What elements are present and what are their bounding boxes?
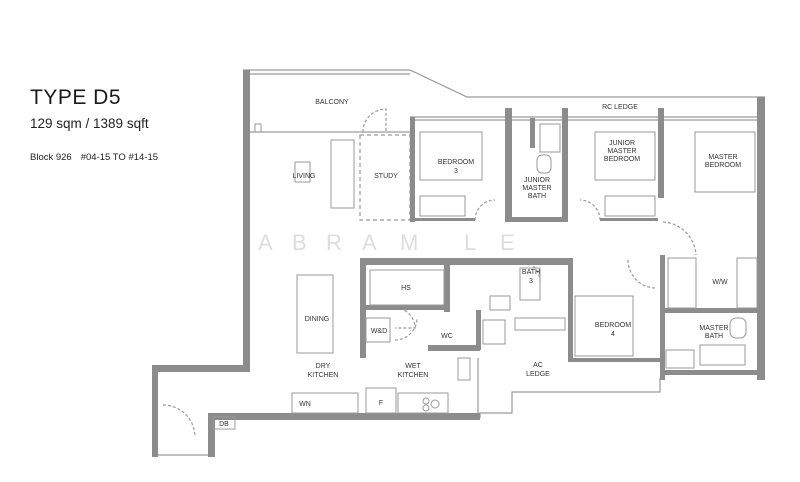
furniture — [212, 123, 758, 430]
label-bath3: 3 — [529, 278, 533, 285]
walls — [152, 70, 765, 457]
jmb-toilet — [536, 154, 552, 174]
jmb-shower — [539, 123, 561, 153]
counter — [291, 392, 359, 414]
shower — [482, 319, 506, 345]
watermark-letter: L — [464, 230, 476, 255]
vanity — [514, 317, 566, 331]
wardrobe-right — [736, 257, 758, 309]
label-fridge: F — [379, 400, 383, 407]
label-bedroom4: BEDROOM — [595, 322, 631, 329]
label-junior-master-bath: JUNIOR — [524, 177, 550, 184]
study-door[interactable] — [362, 108, 387, 133]
label-study: STUDY — [374, 173, 398, 180]
master-toilet — [729, 317, 747, 339]
unit-area: 129 sqm / 1389 sqft — [30, 116, 149, 131]
label-master-bedroom: MASTER — [708, 154, 737, 161]
watermark-letter: R — [326, 230, 342, 255]
label-wet-kitchen: KITCHEN — [398, 372, 429, 379]
bath3-toilet — [519, 267, 541, 301]
label-ac-ledge: AC — [533, 362, 543, 369]
dining-table — [296, 274, 334, 354]
main-entrance-door[interactable] — [162, 404, 196, 438]
kitchen-door[interactable] — [394, 317, 418, 341]
stove-burner-icon — [422, 404, 430, 412]
hs-door[interactable] — [394, 307, 416, 329]
unit-type-title: TYPE D5 — [30, 86, 122, 109]
label-dry-kitchen: DRY — [316, 363, 331, 370]
ac-ledge-outline — [479, 378, 661, 418]
label-washer-dryer: W&D — [371, 328, 387, 335]
bath3-door[interactable] — [519, 259, 541, 283]
label-junior-master-bedroom: MASTER — [607, 148, 636, 155]
label-bedroom4: 4 — [611, 331, 615, 338]
master-basin — [699, 344, 746, 366]
bedroom4-bed — [574, 295, 634, 357]
watermark-letter: M — [400, 230, 418, 255]
block-info: Block 926 #04-15 TO #14-15 — [30, 152, 167, 163]
label-wc: WC — [441, 333, 453, 340]
label-master-bath: MASTER — [699, 325, 728, 332]
label-bedroom3: BEDROOM — [438, 159, 474, 166]
stove-burner-icon — [430, 399, 440, 409]
label-dry-kitchen: KITCHEN — [308, 372, 339, 379]
bedroom3-wardrobe — [419, 195, 466, 217]
label-balcony: BALCONY — [315, 99, 349, 106]
label-master-bath: BATH — [705, 333, 723, 340]
fridge — [365, 387, 397, 414]
db-box — [212, 416, 236, 430]
label-dining: DINING — [305, 316, 330, 323]
stove-counter — [397, 392, 449, 414]
label-wet-kitchen: WET — [405, 363, 421, 370]
master-door[interactable] — [662, 221, 697, 256]
stove-burner-icon — [422, 397, 430, 405]
bedroom3-bed — [419, 131, 483, 181]
label-rc-ledge: RC LEDGE — [602, 104, 638, 111]
label-junior-master-bedroom: BEDROOM — [604, 156, 640, 163]
label-wine-chiller: WN — [299, 401, 311, 408]
room-labels: BALCONY RC LEDGE LIVING STUDY BEDROOM 3 … — [219, 99, 741, 428]
label-ac-ledge: LEDGE — [526, 371, 550, 378]
unit-range: #04-15 TO #14-15 — [80, 152, 159, 163]
kitchen-sink — [457, 357, 471, 381]
label-bath3: BATH — [522, 269, 540, 276]
washer-dryer — [365, 317, 391, 343]
label-living: LIVING — [293, 173, 316, 180]
label-db: DB — [219, 421, 229, 428]
label-hs: HS — [401, 285, 411, 292]
watermark-letter: A — [258, 230, 273, 255]
watermark-letter: B — [292, 230, 307, 255]
bedroom3-door[interactable] — [474, 199, 496, 221]
bath3-basin — [489, 295, 511, 311]
label-junior-master-bedroom: JUNIOR — [609, 140, 635, 147]
junior-master-wardrobe — [604, 195, 656, 217]
coffee-table — [294, 161, 311, 183]
wardrobe-left — [667, 257, 697, 309]
master-bed — [694, 131, 756, 193]
master-shower — [665, 349, 695, 369]
household-shelter — [369, 269, 445, 306]
balcony-rc-ledge-outline — [243, 69, 765, 98]
block-number: Block 926 — [30, 152, 72, 163]
label-bedroom3: 3 — [454, 168, 458, 175]
bedroom4-door[interactable] — [627, 259, 656, 289]
watermark-letter: A — [362, 230, 377, 255]
column-marker — [254, 123, 262, 133]
label-junior-master-bath: MASTER — [522, 185, 551, 192]
watermark-letter: E — [500, 230, 515, 255]
label-walk-in-wardrobe: W/W — [712, 279, 728, 286]
junior-master-door[interactable] — [579, 199, 601, 221]
sofa — [330, 139, 355, 209]
label-junior-master-bath: BATH — [528, 193, 546, 200]
watermark: A B R A M L E — [258, 230, 515, 255]
junior-master-bed — [594, 131, 656, 181]
label-master-bedroom: BEDROOM — [705, 162, 741, 169]
